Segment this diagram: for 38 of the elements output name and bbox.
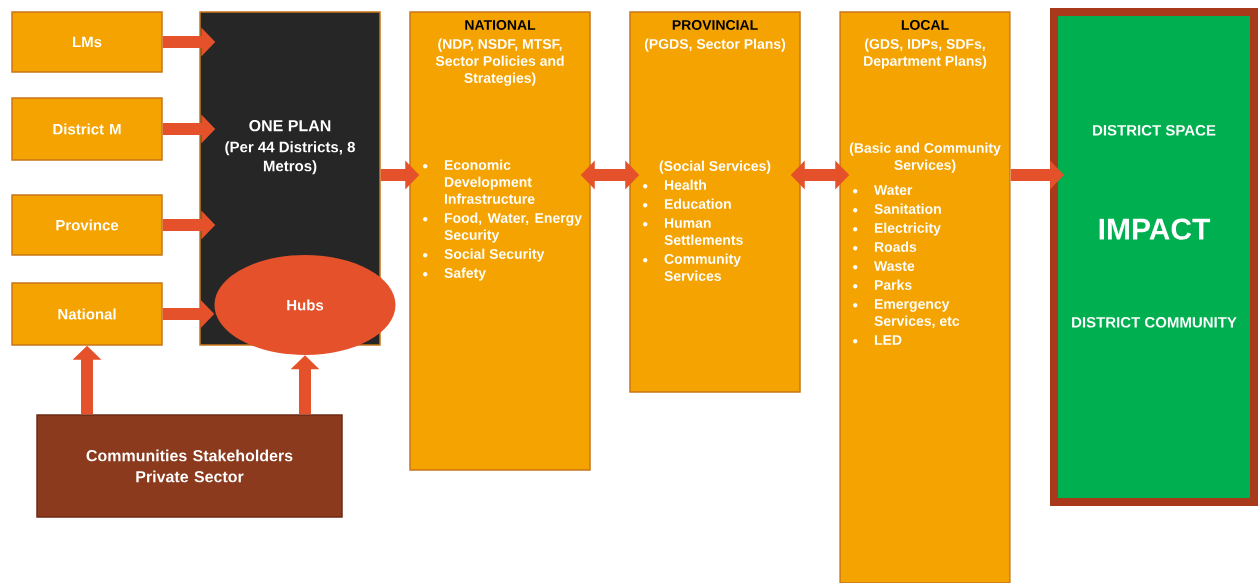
bullet-item: Roads xyxy=(853,241,917,252)
bullet-item: Emergency Services, etc xyxy=(853,299,960,328)
bullet-item: Electricity xyxy=(853,222,941,236)
source-box: Province xyxy=(11,194,163,256)
column-heading: PROVINCIAL xyxy=(672,20,758,30)
box-text: IMPACT xyxy=(1099,218,1211,240)
source-box: National xyxy=(11,282,163,346)
source-box: LMs xyxy=(11,11,163,73)
bullet-item: Health xyxy=(643,179,706,190)
box-text: ONE PLAN xyxy=(249,120,331,132)
plan-text: (PGDS, Sector Plans) xyxy=(644,38,786,52)
bullet-item: Sanitation xyxy=(853,203,941,214)
column-heading: LOCAL xyxy=(901,20,949,30)
bullet-item: Parks xyxy=(853,279,912,290)
bullet-item: Human Settlements xyxy=(643,218,743,245)
bullet-item: LED xyxy=(853,335,902,345)
bullet-item: Community Services xyxy=(643,253,741,281)
plan-text: (Basic and Community Services) xyxy=(849,142,1001,173)
plan-text: (GDS, IDPs, SDFs, Department Plans) xyxy=(864,38,987,69)
column-box xyxy=(839,11,1011,583)
bullet-item: Social Security xyxy=(423,248,545,262)
bullet-item: Safety xyxy=(423,267,486,281)
box-text: DISTRICT COMMUNITY xyxy=(1072,317,1237,328)
column-box xyxy=(629,11,801,393)
bullet-item: Food, Water, Energy Security xyxy=(423,212,582,243)
source-box: District M xyxy=(11,97,163,161)
bullet-item: Economic Development Infrastructure xyxy=(423,159,535,204)
bullet-item: Education xyxy=(643,198,731,209)
column-heading: NATIONAL xyxy=(465,20,536,30)
plan-text: (NDP, NSDF, MTSF, Sector Policies and Strategies) xyxy=(435,38,564,86)
plan-text: (Social Services) xyxy=(659,160,771,174)
column-box xyxy=(409,11,591,471)
bullet-item: Water xyxy=(853,185,913,195)
box-text: (Per 44 Districts, 8 Metros) xyxy=(225,141,355,175)
box-text: DISTRICT SPACE xyxy=(1093,125,1216,136)
impact-box xyxy=(1050,8,1258,506)
stakeholder-box: Communities Stakeholders Private Sector xyxy=(36,414,343,518)
bullet-item: Waste xyxy=(853,261,915,271)
